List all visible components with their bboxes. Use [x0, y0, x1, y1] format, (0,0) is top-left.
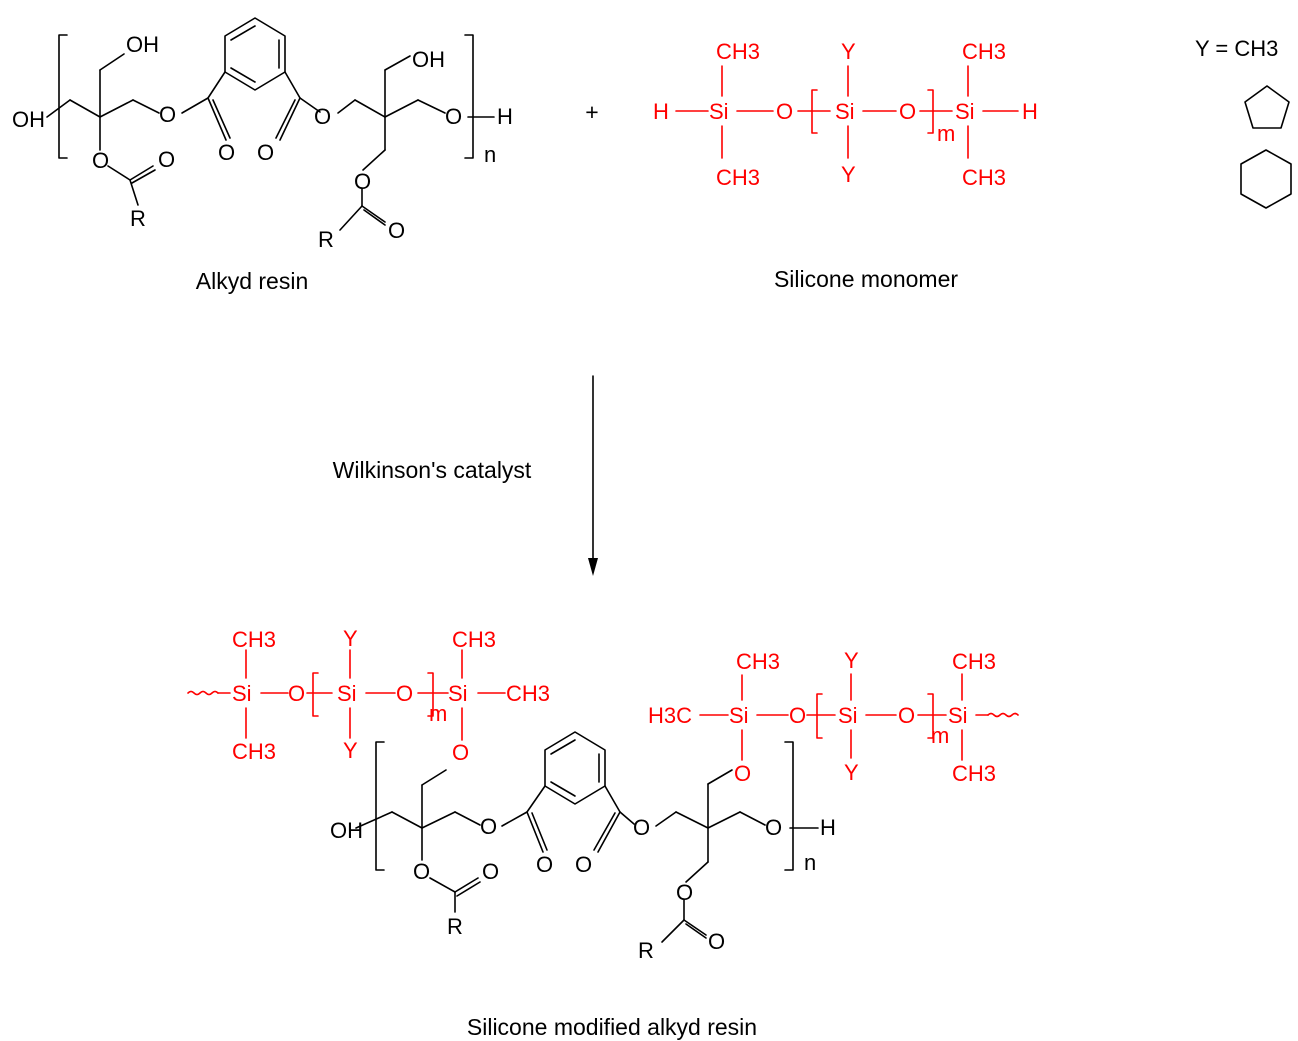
atom-o: O: [482, 859, 499, 884]
atom-r: R: [638, 938, 654, 963]
atom-si: Si: [948, 703, 968, 728]
atom-si: Si: [838, 703, 858, 728]
atom-o: O: [536, 852, 553, 877]
atom-ch3: CH3: [962, 39, 1006, 64]
reaction-arrow: Wilkinson's catalyst: [333, 375, 598, 576]
atom-r: R: [130, 206, 146, 231]
alkyd-resin-label: Alkyd resin: [196, 268, 308, 294]
atom-ch3: CH3: [452, 627, 496, 652]
silicone-monomer-structure: H Si CH3 CH3 O Si Y Y O m Si CH3 CH3 H S…: [653, 39, 1038, 292]
atom-o: O: [354, 169, 371, 194]
subscript-m: m: [937, 121, 955, 146]
alkyd-resin-structure: OH OH O O R O O O O OH O H n O O R Alkyd…: [12, 17, 513, 294]
atom-o: O: [396, 681, 413, 706]
subscript-n: n: [804, 850, 816, 875]
atom-y: Y: [841, 162, 856, 187]
atom-y: Y: [841, 39, 856, 64]
atom-ch3: CH3: [716, 39, 760, 64]
atom-ch3: CH3: [962, 165, 1006, 190]
atom-o: O: [413, 859, 430, 884]
atom-o: O: [633, 815, 650, 840]
product-label: Silicone modified alkyd resin: [467, 1014, 757, 1040]
atom-o: O: [257, 140, 274, 165]
atom-ch3: CH3: [232, 627, 276, 652]
cyclopentane-shape: [1244, 85, 1290, 129]
atom-o: O: [288, 681, 305, 706]
atom-o: O: [445, 104, 462, 129]
atom-ch3: CH3: [736, 649, 780, 674]
atom-ch3: CH3: [716, 165, 760, 190]
y-definition-label: Y = CH3: [1195, 36, 1278, 61]
atom-h: H: [497, 104, 513, 129]
atom-o: O: [452, 740, 469, 765]
atom-h: H: [1022, 99, 1038, 124]
atom-ch3: CH3: [952, 649, 996, 674]
product-structure: Si CH3 CH3 O Si Y Y O m Si CH3 CH3 O: [187, 626, 1019, 1040]
atom-o: O: [708, 929, 725, 954]
atom-o: O: [575, 852, 592, 877]
atom-h3c: H3C: [648, 703, 692, 728]
atom-r: R: [447, 914, 463, 939]
atom-y: Y: [343, 626, 358, 651]
atom-o: O: [898, 703, 915, 728]
atom-oh: OH: [12, 107, 45, 132]
atom-o: O: [765, 815, 782, 840]
atom-si: Si: [337, 681, 357, 706]
atom-o: O: [789, 703, 806, 728]
atom-r: R: [318, 227, 334, 252]
atom-oh: OH: [330, 818, 363, 843]
atom-o: O: [92, 148, 109, 173]
atom-si: Si: [835, 99, 855, 124]
atom-ch3: CH3: [506, 681, 550, 706]
atom-si: Si: [232, 681, 252, 706]
atom-y: Y: [844, 648, 859, 673]
atom-o: O: [480, 814, 497, 839]
subscript-n: n: [484, 142, 496, 167]
atom-h: H: [820, 815, 836, 840]
atom-o: O: [734, 761, 751, 786]
subscript-m: m: [931, 723, 949, 748]
atom-ch3: CH3: [952, 761, 996, 786]
atom-o: O: [776, 99, 793, 124]
atom-o: O: [218, 140, 235, 165]
atom-oh: OH: [412, 47, 445, 72]
atom-si: Si: [448, 681, 468, 706]
atom-oh: OH: [126, 32, 159, 57]
plus-sign: +: [585, 99, 598, 125]
atom-si: Si: [729, 703, 749, 728]
catalyst-label: Wilkinson's catalyst: [333, 457, 532, 483]
subscript-m: m: [429, 701, 447, 726]
atom-o: O: [158, 147, 175, 172]
atom-si: Si: [709, 99, 729, 124]
atom-o: O: [899, 99, 916, 124]
atom-o: O: [314, 104, 331, 129]
atom-h: H: [653, 99, 669, 124]
atom-o: O: [388, 218, 405, 243]
silicone-monomer-label: Silicone monomer: [774, 266, 958, 292]
atom-y: Y: [343, 738, 358, 763]
atom-o: O: [159, 102, 176, 127]
y-definition: Y = CH3: [1195, 36, 1292, 209]
cyclohexane-shape: [1240, 149, 1292, 209]
atom-si: Si: [955, 99, 975, 124]
atom-y: Y: [844, 760, 859, 785]
atom-ch3: CH3: [232, 739, 276, 764]
atom-o: O: [676, 880, 693, 905]
